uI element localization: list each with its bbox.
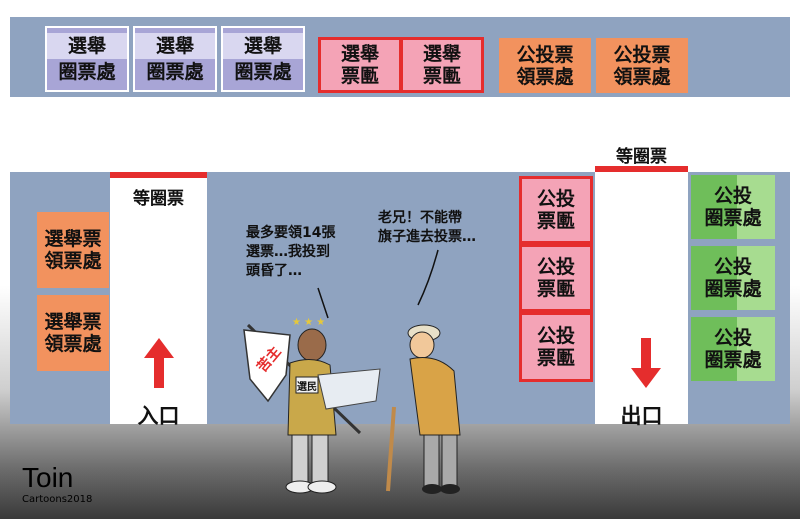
booth-referendum-ballot-box-1: 公投 票匭: [519, 176, 593, 244]
voter-speech: 最多要領14張 選票…我投到 頭昏了…: [246, 225, 336, 279]
booth-referendum-pickup-2: 公投票 領票處: [596, 38, 688, 93]
exit-label: 出口: [620, 404, 663, 428]
voter-character: ★ ★ ★ 苦主 選民: [243, 317, 381, 494]
svg-text:★ ★ ★: ★ ★ ★: [292, 317, 325, 328]
booth-referendum-vote-2: 公投 圈票處: [691, 246, 775, 310]
wait-left-label: 等圈票: [133, 189, 184, 209]
signature-name: Toin: [22, 462, 74, 493]
vest-text: 選民: [297, 380, 317, 393]
booth-referendum-vote-3: 公投 圈票處: [691, 317, 775, 381]
booth-election-vote-3: 選舉 圈票處: [221, 26, 305, 92]
entrance-label: 入口: [137, 404, 180, 428]
booth-election-vote-1: 選舉 圈票處: [45, 26, 129, 92]
arrow-up-icon: [144, 338, 174, 388]
booth-election-ballot-box-2: 選舉 票匭: [400, 37, 484, 93]
wait-right-bar: [595, 166, 688, 172]
signature-sub: Cartoons2018: [22, 494, 93, 505]
wait-right-label: 等圈票: [616, 147, 667, 167]
elder-speech: 老兄！不能帶 旗子進去投票…: [378, 210, 476, 245]
elder-character: [386, 324, 461, 494]
booth-referendum-ballot-box-2: 公投 票匭: [519, 244, 593, 312]
wait-left-bar: [110, 172, 207, 178]
booth-referendum-ballot-box-3: 公投 票匭: [519, 312, 593, 382]
booth-election-ballot-box-1: 選舉 票匭: [318, 37, 402, 93]
booth-referendum-pickup-1: 公投票 領票處: [499, 38, 591, 93]
booth-election-vote-2: 選舉 圈票處: [133, 26, 217, 92]
arrow-down-icon: [631, 338, 661, 388]
booth-election-pickup-1: 選舉票 領票處: [37, 212, 109, 288]
booth-referendum-vote-1: 公投 圈票處: [691, 175, 775, 239]
booth-election-pickup-2: 選舉票 領票處: [37, 295, 109, 371]
